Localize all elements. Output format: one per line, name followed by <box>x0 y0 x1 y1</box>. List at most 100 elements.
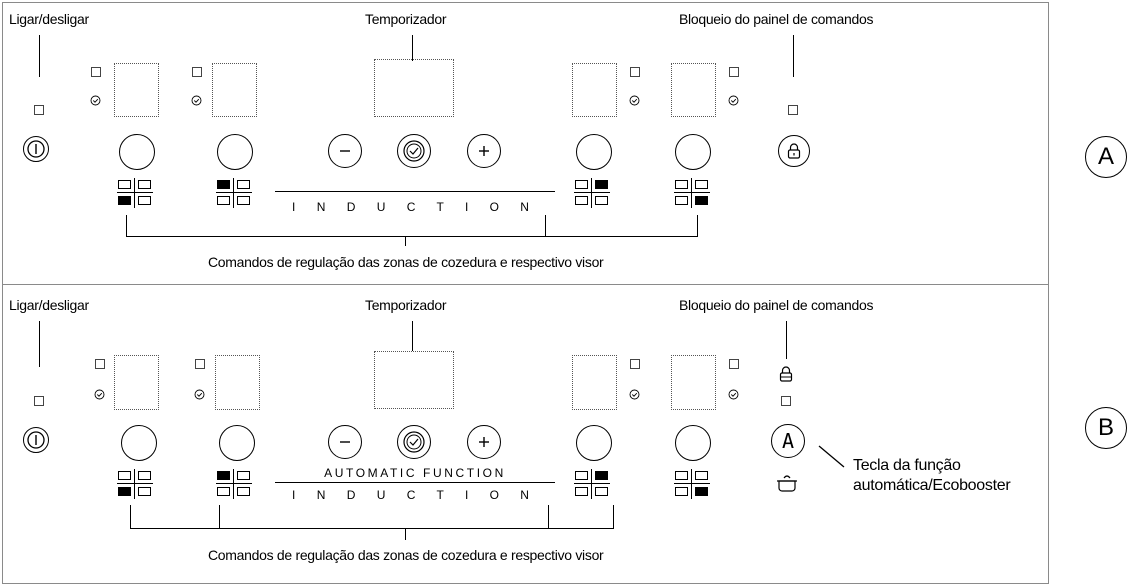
zone4-display <box>671 355 716 410</box>
zone2-led <box>195 359 205 369</box>
lock-label: Bloqueio do painel de comandos <box>679 297 874 313</box>
plus-icon <box>479 437 489 447</box>
zone3-led <box>630 67 640 77</box>
zone3-display <box>572 355 617 410</box>
lock-label: Bloqueio do painel de comandos <box>679 11 874 27</box>
zone2-timer-icon <box>194 389 205 400</box>
timer-display <box>374 59 454 117</box>
bracket-tick-1 <box>126 215 127 237</box>
zone3-button[interactable] <box>576 134 612 170</box>
zone2-led <box>192 67 202 77</box>
power-button[interactable] <box>23 136 49 162</box>
timer-minus-button[interactable] <box>328 134 362 168</box>
controls-label: Comandos de regulação das zonas de cozed… <box>208 547 604 563</box>
zone2-timer-icon <box>191 95 202 106</box>
controls-label: Comandos de regulação das zonas de cozed… <box>208 254 604 270</box>
padlock-icon <box>787 143 801 159</box>
brand-divider <box>275 482 555 483</box>
zone1-indicator <box>117 469 153 499</box>
zone3-timer-icon <box>629 95 640 106</box>
zone1-timer-icon <box>90 95 101 106</box>
zone3-display <box>572 63 617 117</box>
induction-brand-text: I N D U C T I O N <box>292 200 538 214</box>
zone4-indicator <box>674 178 710 208</box>
power-leader-line <box>39 321 40 367</box>
bracket-tick-4 <box>613 505 614 529</box>
zone1-indicator <box>117 178 153 208</box>
panel-b-letter: B <box>1085 407 1127 449</box>
clock-icon <box>403 431 425 453</box>
bracket-tick-2 <box>219 505 220 529</box>
zone1-led <box>91 67 101 77</box>
controls-leader-line <box>405 236 406 246</box>
auto-function-symbol: A <box>781 429 795 453</box>
timer-label: Temporizador <box>365 11 447 27</box>
bracket-tick-1 <box>130 505 131 529</box>
zone1-display <box>114 63 159 117</box>
auto-function-button[interactable]: A <box>771 424 805 458</box>
controls-leader-line <box>405 528 406 540</box>
controls-bracket <box>130 528 614 529</box>
zone3-button[interactable] <box>576 425 612 461</box>
control-panel-b: Ligar/desligar Temporizador Bloqueio do … <box>2 284 1049 584</box>
controls-bracket <box>126 236 698 237</box>
lock-led <box>788 105 798 115</box>
minus-icon <box>340 150 350 152</box>
zone4-button[interactable] <box>675 425 711 461</box>
minus-icon <box>340 441 350 443</box>
zone4-led <box>729 67 739 77</box>
zone4-timer-icon <box>728 95 739 106</box>
clock-icon <box>403 140 425 162</box>
zone4-button[interactable] <box>675 134 711 170</box>
zone4-timer-icon <box>728 389 739 400</box>
automatic-function-text: AUTOMATIC FUNCTION <box>324 466 506 480</box>
bracket-tick-2 <box>545 215 546 237</box>
power-label: Ligar/desligar <box>9 297 89 313</box>
power-icon <box>27 140 45 158</box>
power-label: Ligar/desligar <box>9 11 89 27</box>
lock-led <box>781 396 791 406</box>
control-panel-a: Ligar/desligar Temporizador Bloqueio do … <box>2 2 1049 286</box>
zone2-display <box>215 355 260 410</box>
timer-button[interactable] <box>397 425 431 459</box>
timer-button[interactable] <box>397 134 431 168</box>
lock-button[interactable] <box>778 135 810 167</box>
panel-a-letter: A <box>1085 136 1127 178</box>
zone1-button[interactable] <box>121 425 157 461</box>
timer-plus-button[interactable] <box>467 134 501 168</box>
timer-display <box>374 351 454 409</box>
zone1-timer-icon <box>94 389 105 400</box>
bracket-tick-3 <box>548 505 549 529</box>
pot-icon <box>777 475 797 492</box>
zone1-display <box>114 355 159 410</box>
zone3-led <box>630 359 640 369</box>
zone2-indicator <box>216 469 252 499</box>
induction-brand-text: I N D U C T I O N <box>292 488 538 502</box>
zone4-display <box>671 63 716 117</box>
timer-label: Temporizador <box>365 297 447 313</box>
timer-plus-button[interactable] <box>467 425 501 459</box>
lock-leader-line <box>793 35 794 77</box>
zone4-indicator <box>674 469 710 499</box>
brand-divider <box>275 191 555 192</box>
zone1-led <box>95 359 105 369</box>
auto-function-label-line1: Tecla da função <box>853 457 961 474</box>
zone3-indicator <box>574 469 610 499</box>
padlock-icon <box>779 366 793 382</box>
power-button[interactable] <box>23 427 49 453</box>
bracket-tick-3 <box>697 215 698 237</box>
timer-minus-button[interactable] <box>328 425 362 459</box>
zone2-indicator <box>216 178 252 208</box>
power-led <box>34 396 44 406</box>
zone1-button[interactable] <box>119 134 155 170</box>
power-icon <box>27 431 45 449</box>
zone2-display <box>212 63 257 117</box>
zone2-button[interactable] <box>219 425 255 461</box>
zone2-button[interactable] <box>217 134 253 170</box>
timer-leader-line <box>412 35 413 61</box>
timer-leader-line <box>412 321 413 351</box>
zone3-timer-icon <box>629 389 640 400</box>
auto-function-label-line2: automática/Ecobooster <box>853 477 1011 494</box>
power-leader-line <box>39 35 40 77</box>
lock-leader-line <box>786 321 787 359</box>
